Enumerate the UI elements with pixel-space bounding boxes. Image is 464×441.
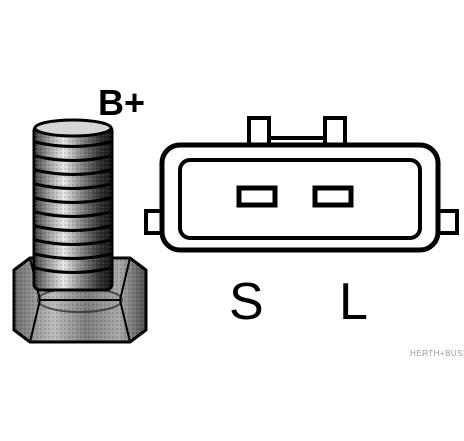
thread-ridge (34, 140, 112, 148)
brand-watermark: HERTH+BUSS (410, 349, 464, 358)
battery-terminal-label: B+ (98, 82, 145, 123)
thread-ridge (34, 154, 112, 162)
pin-s-label: S (229, 273, 264, 331)
pin-s-contact (236, 185, 278, 208)
thread-ridge (34, 182, 112, 190)
pin-l-label: L (339, 273, 368, 331)
battery-terminal-stud (12, 118, 148, 344)
thread-ridge (34, 210, 112, 218)
thread-ridge (34, 168, 112, 176)
thread-ridge (34, 238, 112, 246)
plug-connector (144, 116, 459, 253)
pin-l-contact (312, 185, 354, 208)
connector-housing-inner (178, 158, 422, 240)
thread-ridge (34, 224, 112, 232)
thread-ridge (34, 196, 112, 204)
thread-ridge (34, 252, 112, 260)
thread-ridge (34, 266, 112, 274)
